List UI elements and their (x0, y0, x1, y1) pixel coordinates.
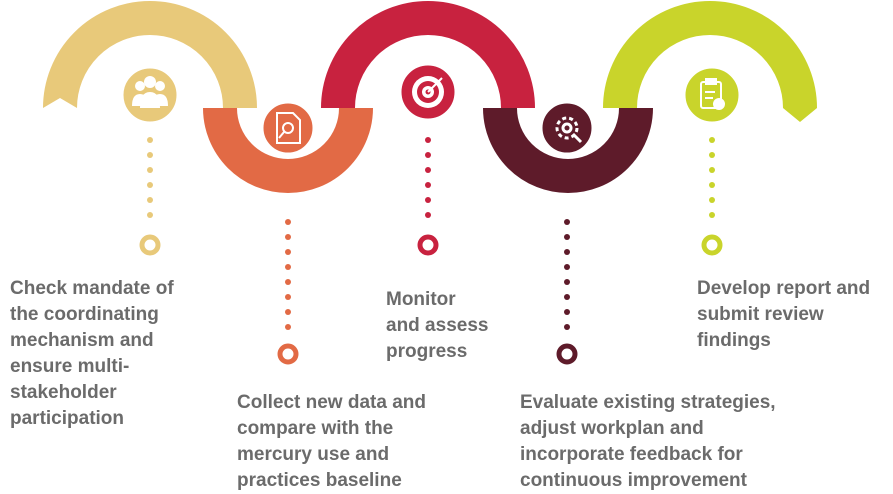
end-marker-1 (139, 234, 161, 256)
end-marker-4 (556, 343, 578, 365)
dotted-connector-4 (564, 219, 570, 330)
icon-badge-5 (682, 65, 742, 125)
step-1 (120, 65, 180, 256)
step-5 (682, 65, 742, 256)
arc-step-2 (203, 107, 373, 193)
step-5-text: Develop report and submit review finding… (697, 278, 871, 351)
arrow-tail-step-1 (43, 98, 77, 108)
icon-badge-2 (260, 100, 316, 156)
dotted-connector-5 (709, 137, 715, 218)
dotted-connector-1 (147, 137, 153, 218)
arc-step-4 (483, 107, 653, 193)
icon-badge-4 (539, 100, 595, 156)
dotted-connector-2 (285, 219, 291, 330)
arc-step-1 (43, 1, 257, 109)
arrow-head-step-5 (783, 108, 817, 122)
clipboard-check-icon (700, 78, 725, 110)
stakeholders-icon (132, 76, 168, 108)
end-marker-5 (701, 234, 723, 256)
arc-step-3 (321, 1, 535, 109)
wave-arcs (43, 1, 817, 193)
document-search-icon (276, 112, 301, 144)
gear-wrench-icon (555, 116, 583, 144)
end-marker-3 (417, 234, 439, 256)
step-2 (260, 100, 316, 365)
step-1-text: Check mandate of the coordinating mechan… (10, 278, 174, 429)
step-4 (539, 100, 595, 365)
step-2-text: Collect new data and compare with the me… (237, 392, 426, 491)
dotted-connector-3 (425, 137, 431, 218)
target-icon (412, 76, 444, 108)
end-marker-2 (277, 343, 299, 365)
step-3-text: Monitor and assess progress (386, 289, 489, 362)
step-4-text: Evaluate existing strategies, adjust wor… (520, 392, 776, 491)
arc-step-5 (603, 1, 817, 109)
step-3 (398, 62, 458, 256)
